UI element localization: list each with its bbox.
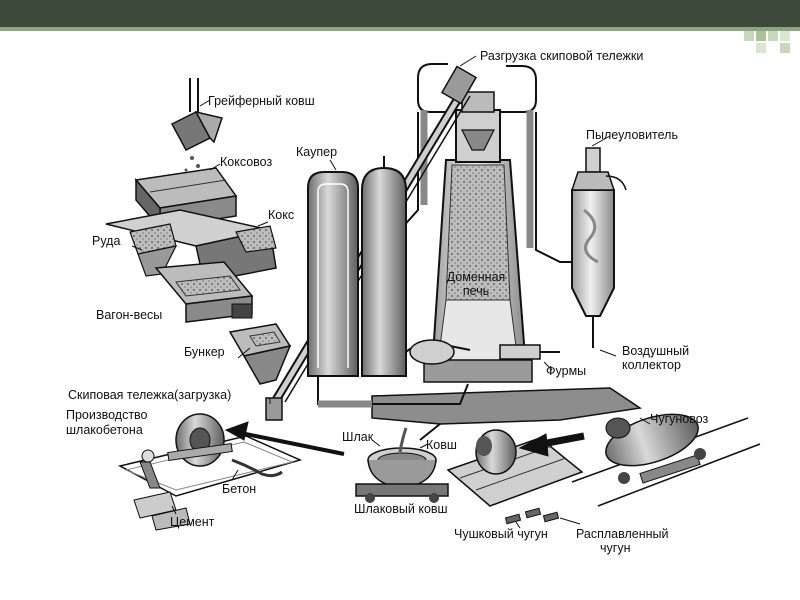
bunker: [228, 323, 292, 385]
label-slag-concrete-1: Производство: [66, 408, 148, 422]
label-cowper: Каупер: [296, 145, 338, 159]
label-ladle: Ковш: [426, 438, 457, 452]
label-air-collector-2: коллектор: [622, 358, 681, 372]
label-air-collector-1: Воздушный: [622, 344, 690, 358]
dust-catcher: [570, 147, 627, 348]
blast-furnace: [423, 91, 533, 383]
label-molten-iron-1: Расплавленный: [576, 527, 669, 541]
pig-iron-bars: [504, 507, 560, 525]
label-pig-iron: Чушковый чугун: [454, 527, 548, 541]
label-concrete: Бетон: [222, 482, 257, 496]
label-scale-car: Вагон-весы: [96, 308, 163, 322]
iron-car: [571, 413, 761, 507]
header-dark-band: [0, 0, 800, 27]
slide-header-bar: [0, 0, 800, 31]
grab-bucket: [170, 78, 223, 172]
slag-ladle: [355, 427, 449, 503]
air-collector: [409, 339, 560, 365]
label-skip-load: Скиповая тележка(загрузка): [68, 388, 232, 402]
slag-concrete-plant: [117, 413, 303, 531]
label-iron-car: Чугуновоз: [650, 412, 709, 426]
label-ore: Руда: [92, 234, 121, 248]
label-dust-catcher: Пылеуловитель: [586, 128, 678, 142]
corner-decoration: [744, 31, 790, 53]
foundation-slab: [371, 387, 643, 425]
label-grab-bucket: Грейферный ковш: [208, 94, 315, 108]
cowper-stoves: [307, 156, 407, 377]
label-coke: Кокс: [268, 208, 295, 222]
label-slag: Шлак: [342, 430, 374, 444]
label-tuyeres: Фурмы: [546, 364, 587, 378]
scale-car: [154, 261, 254, 323]
process-arrows: [224, 421, 585, 457]
header-accent-line: [0, 27, 800, 31]
label-bunker: Бункер: [184, 345, 225, 359]
label-molten-iron-2: чугун: [600, 541, 631, 555]
label-cement: Цемент: [170, 515, 215, 529]
ore-bins: [105, 209, 277, 283]
iron-ladle-conveyor: [446, 429, 584, 507]
label-blast-furnace-2: печь: [462, 284, 490, 298]
label-skip-unload: Разгрузка скиповой тележки: [480, 49, 644, 63]
label-slag-concrete-2: шлакобетона: [66, 423, 143, 437]
leader-lines: [131, 55, 651, 529]
label-slag-ladle: Шлаковый ковш: [354, 502, 448, 516]
label-coke-car: Коксовоз: [220, 155, 273, 169]
label-blast-furnace-1: Доменная: [446, 270, 506, 284]
